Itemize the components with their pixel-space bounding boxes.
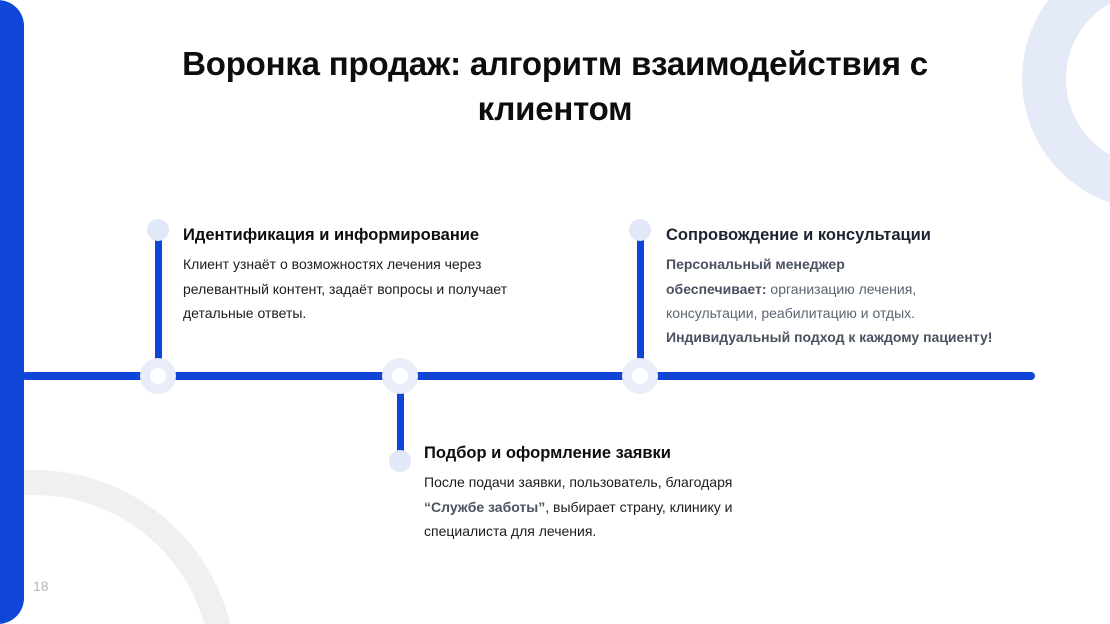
timeline-stem-cap-step-3	[629, 219, 651, 241]
timeline-stem-step-3	[637, 228, 644, 378]
timeline-node-step-3[interactable]	[622, 358, 658, 394]
page-number: 18	[33, 578, 49, 594]
step-body-line-2: релевантный контент, задаёт вопросы и по…	[183, 280, 508, 297]
step-body-identification: Клиент узнаёт о возможностях лечения чер…	[183, 252, 573, 324]
left-accent-bar	[0, 0, 24, 624]
step-heading-support: Сопровождение и консультации	[666, 226, 931, 244]
decorative-ring-top-right	[1022, 0, 1110, 210]
step-body-line-4-bold: Индивидуальный подход к каждому пациенту…	[666, 328, 993, 345]
step-body-line-2-bold: обеспечивает:	[666, 280, 767, 297]
step-body-line-1: После подачи заявки, пользователь, благо…	[424, 474, 733, 491]
page-title-line-2: клиентом	[477, 89, 633, 127]
step-heading-selection: Подбор и оформление заявки	[424, 444, 671, 462]
timeline-axis	[22, 372, 1035, 380]
decorative-arc-bottom-left	[0, 470, 236, 624]
timeline-stem-cap-step-1	[147, 219, 169, 241]
timeline-stem-step-2	[397, 376, 404, 466]
timeline-stem-cap-step-2	[389, 450, 411, 472]
step-body-selection: После подачи заявки, пользователь, благо…	[424, 470, 814, 542]
page-title: Воронка продаж: алгоритм взаимодействия …	[128, 42, 982, 131]
step-body-line-3: детальные ответы.	[183, 304, 307, 321]
step-body-line-2-rest: организацию лечения,	[766, 280, 917, 297]
step-body-line-1-bold: Персональный менеджер	[666, 256, 845, 273]
step-body-line-1: Клиент узнаёт о возможностях лечения чер…	[183, 256, 482, 273]
step-block-selection: Подбор и оформление заявки После подачи …	[424, 443, 814, 543]
page-title-line-1: Воронка продаж: алгоритм взаимодействия …	[182, 45, 928, 82]
timeline-stem-step-1	[155, 228, 162, 378]
step-block-identification: Идентификация и информирование Клиент уз…	[183, 225, 573, 325]
step-body-line-2-rest: , выбирает страну, клинику и	[545, 498, 733, 515]
step-body-line-3: специалиста для лечения.	[424, 522, 597, 539]
step-heading-identification: Идентификация и информирование	[183, 226, 480, 244]
timeline-node-step-1[interactable]	[140, 358, 176, 394]
timeline-node-step-2[interactable]	[382, 358, 418, 394]
step-body-line-3: консультации, реабилитацию и отдых.	[666, 304, 916, 321]
step-body-emphasis: “Службе заботы”	[424, 498, 546, 515]
step-block-support: Сопровождение и консультации Персональны…	[666, 225, 1046, 349]
step-body-support: Персональный менеджер обеспечивает: орга…	[666, 252, 1046, 348]
